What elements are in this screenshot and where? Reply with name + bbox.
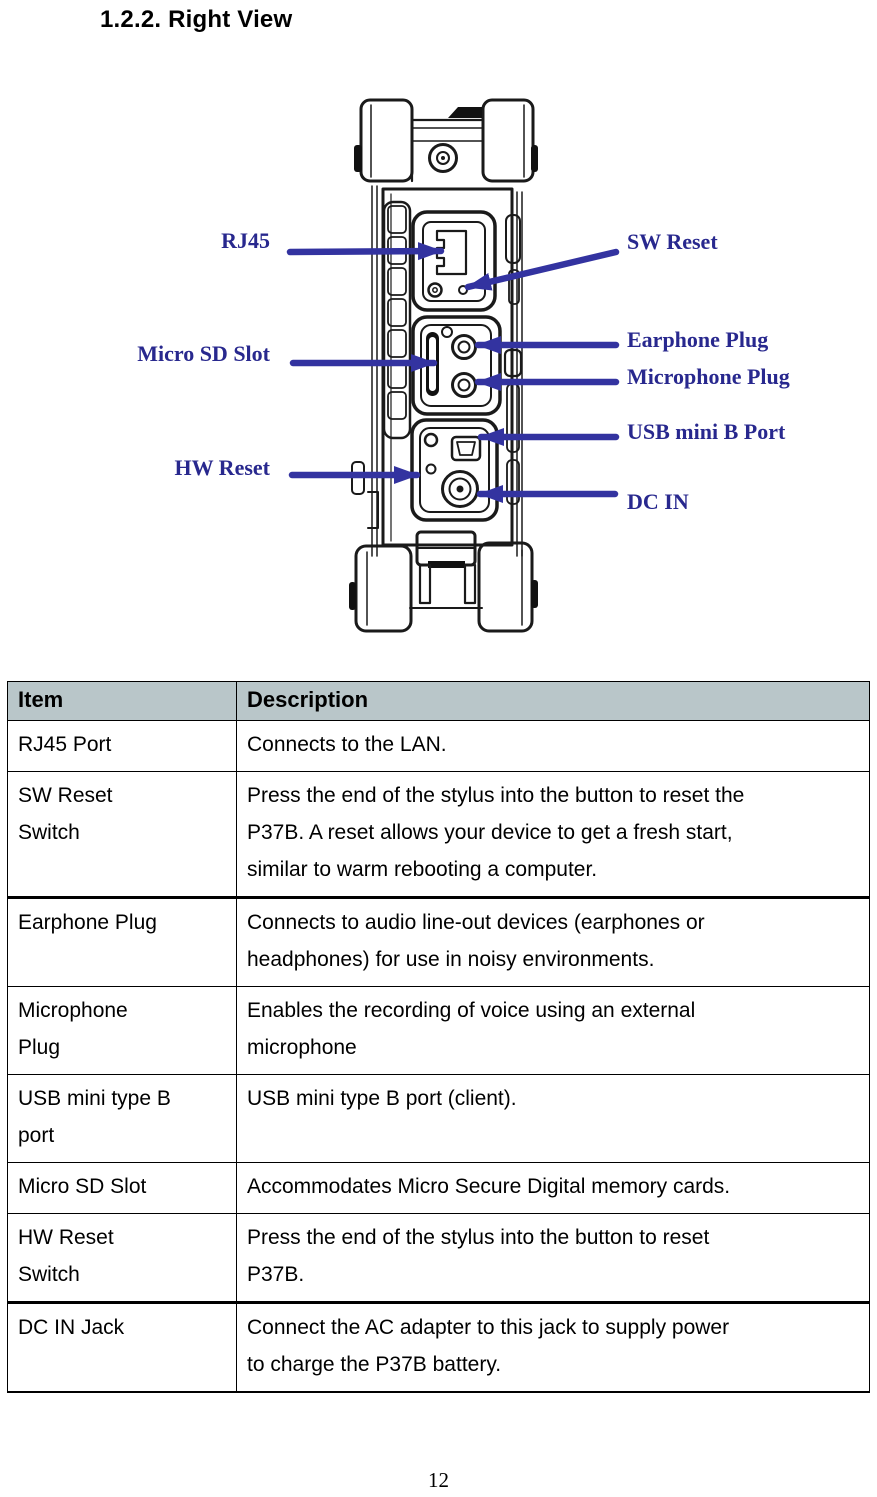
cell-description: USB mini type B port (client). (236, 1074, 870, 1163)
page-number: 12 (428, 1468, 449, 1492)
device-right-view-drawing (286, 98, 620, 633)
callout-label-dc-in: DC IN (627, 489, 689, 514)
usb-dc-compartment-drawing (410, 418, 499, 522)
top-bumpers-drawing (354, 98, 538, 183)
cell-description: Accommodates Micro Secure Digital memory… (236, 1162, 870, 1214)
rj45-port-drawing (411, 210, 497, 312)
arrow-rj45 (286, 242, 445, 261)
callout-arrows (286, 242, 620, 503)
cell-description: Connects to audio line-out devices (earp… (236, 896, 870, 987)
cell-item: Earphone Plug (7, 896, 237, 987)
cell-description: Connect the AC adapter to this jack to s… (236, 1301, 870, 1393)
cell-item: RJ45 Port (7, 720, 237, 772)
callout-label-micro-sd: Micro SD Slot (137, 341, 270, 366)
cell-item: Microphone Plug (7, 986, 237, 1075)
callout-label-hw-reset: HW Reset (174, 455, 270, 480)
header-description: Description (236, 681, 870, 721)
left-rail-drawing (382, 200, 412, 440)
callout-label-sw-reset: SW Reset (627, 229, 718, 254)
cell-description: Press the end of the stylus into the but… (236, 771, 870, 898)
callout-label-rj45: RJ45 (221, 228, 270, 253)
cell-description: Press the end of the stylus into the but… (236, 1213, 870, 1303)
section-title: 1.2.2. Right View (100, 6, 293, 33)
cell-item: DC IN Jack (7, 1301, 237, 1393)
cell-item: SW Reset Switch (7, 771, 237, 898)
bottom-bumpers-drawing (349, 530, 538, 633)
cell-item: USB mini type B port (7, 1074, 237, 1163)
callout-label-usb: USB mini B Port (627, 419, 786, 444)
table-header-row: Item Description (7, 681, 870, 721)
cell-item: Micro SD Slot (7, 1162, 237, 1214)
callout-label-microphone: Microphone Plug (627, 364, 790, 389)
arrow-sw-reset (464, 248, 620, 291)
cell-item: HW Reset Switch (7, 1213, 237, 1303)
callout-label-earphone: Earphone Plug (627, 327, 769, 352)
cell-description: Enables the recording of voice using an … (236, 986, 870, 1075)
cell-description: Connects to the LAN. (236, 720, 870, 772)
header-item: Item (7, 681, 237, 721)
